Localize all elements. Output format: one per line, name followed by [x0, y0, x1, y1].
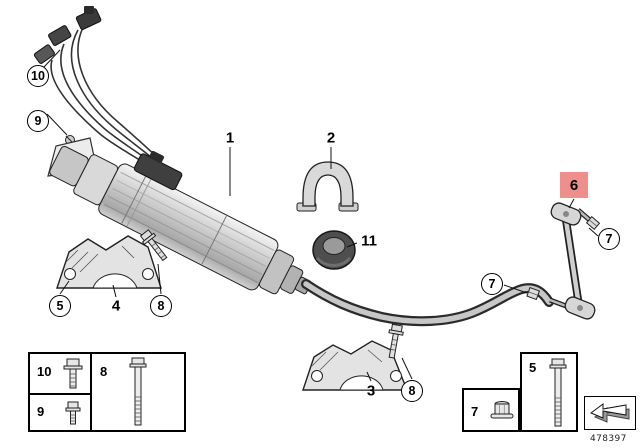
legend-item-label: 9 [37, 404, 45, 419]
leader-lines [43, 49, 599, 382]
legend-item-label: 5 [529, 360, 537, 375]
callout-5[interactable]: 5 [49, 295, 71, 317]
legend-item-label: 8 [100, 364, 108, 379]
callout-9[interactable]: 9 [27, 110, 49, 132]
stabilizer-bar [301, 279, 554, 327]
callout-7-mid[interactable]: 7 [481, 273, 503, 295]
callout-3[interactable]: 3 [366, 382, 376, 400]
right-bracket-bolt [388, 323, 404, 359]
stabilizer-link [526, 202, 601, 320]
bar-end-nut [526, 286, 541, 301]
callout-6-highlighted[interactable]: 6 [560, 172, 588, 198]
direction-of-travel-arrow-icon [586, 398, 634, 433]
wiring-harness [50, 21, 161, 169]
legend-divider-vertical [90, 354, 92, 430]
flange-nut-icon [488, 399, 516, 428]
link-upper-nut [585, 216, 601, 230]
direction-indicator-box [584, 396, 636, 430]
callout-10[interactable]: 10 [27, 65, 49, 87]
hardware-legend-nut: 7 [462, 388, 520, 432]
hardware-legend-bolt: 5 [520, 352, 578, 432]
callout-8-right[interactable]: 8 [401, 380, 423, 402]
legend-divider-horizontal [30, 393, 90, 395]
callout-4[interactable]: 4 [111, 297, 121, 315]
small-bolt-icon [62, 400, 84, 433]
right-bracket [302, 340, 409, 391]
diagram-reference-number: 478397 [590, 434, 627, 444]
long-bolt-icon [128, 357, 148, 434]
stabilizer-bushing [312, 230, 356, 270]
flange-bolt-icon [60, 357, 86, 396]
legend-item-label: 7 [471, 404, 479, 419]
callout-8-left[interactable]: 8 [150, 295, 172, 317]
callout-2[interactable]: 2 [326, 129, 336, 147]
hardware-legend-left: 10 9 8 [28, 352, 186, 432]
bushing-clamp [296, 161, 359, 212]
harness-connectors [33, 6, 102, 145]
callout-1[interactable]: 1 [225, 129, 235, 147]
legend-item-label: 10 [37, 364, 52, 379]
left-bracket-bolt [139, 229, 168, 262]
callout-11[interactable]: 11 [361, 232, 377, 250]
long-bolt-icon [548, 358, 568, 435]
active-stabilizer-actuator [49, 145, 312, 295]
callout-7-right[interactable]: 7 [598, 228, 620, 250]
left-bracket [56, 235, 162, 289]
